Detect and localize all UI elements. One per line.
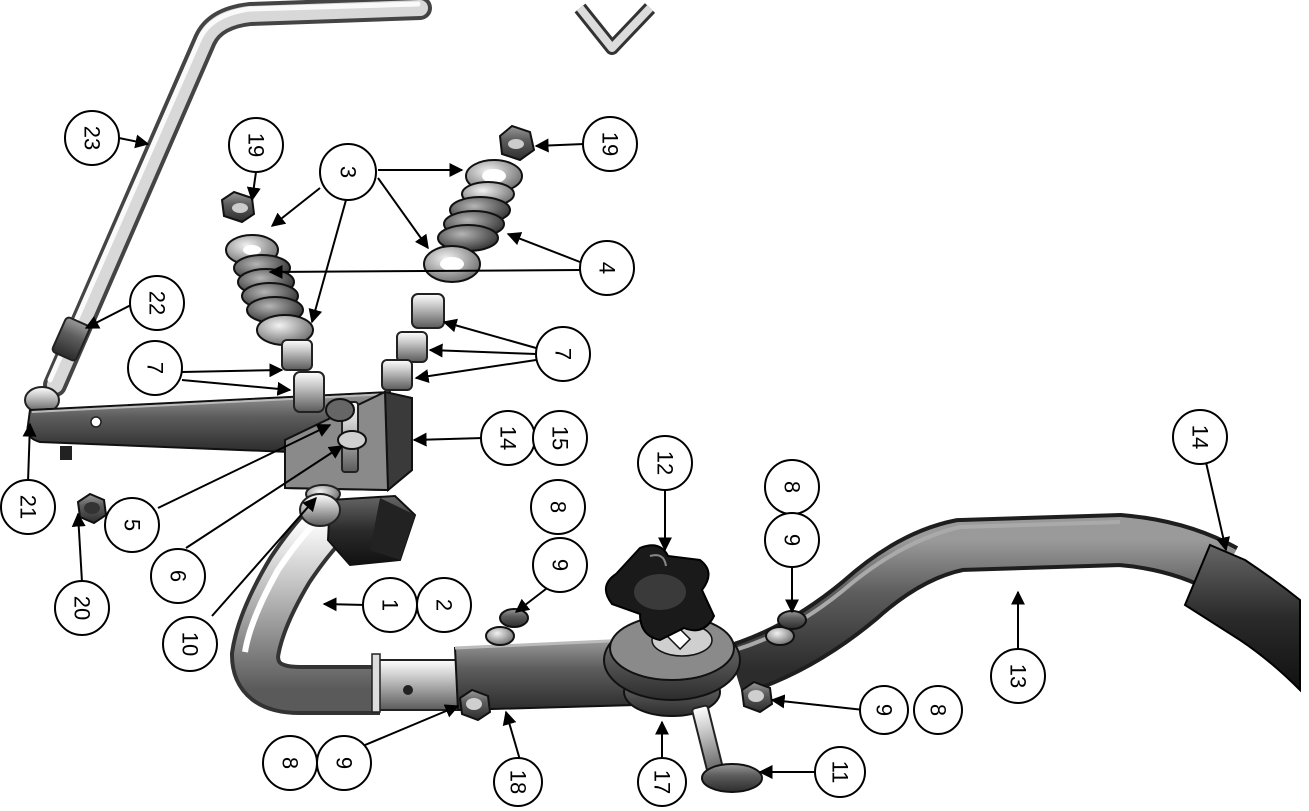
callout-12-label: 12 xyxy=(653,451,678,475)
inner-tube xyxy=(371,653,461,713)
leader-lines xyxy=(22,134,1231,779)
callout-8-d-label: 8 xyxy=(278,757,303,769)
callout-11: 11 xyxy=(814,746,866,798)
callout-22-label: 22 xyxy=(145,291,170,315)
callout-15-label: 14 xyxy=(496,426,521,450)
callout-2: 2 xyxy=(416,577,472,633)
bolt-5-6 xyxy=(325,398,367,473)
callout-9-c: 9 xyxy=(859,685,909,735)
callout-23-label: 23 xyxy=(80,126,105,150)
callout-18-label: 18 xyxy=(506,770,531,794)
callout-11-label: 11 xyxy=(828,761,853,784)
callout-21: 21 xyxy=(0,479,56,535)
nut-8-9-upper-left xyxy=(485,608,529,646)
callout-12: 12 xyxy=(637,435,693,491)
callout-8-b-label: 8 xyxy=(780,481,805,493)
callout-14: 14 xyxy=(1172,409,1228,465)
callout-7-left: 7 xyxy=(127,340,183,396)
callout-9-d: 9 xyxy=(316,735,372,791)
callout-9-a-label: 9 xyxy=(548,559,573,571)
callout-7-right-label: 7 xyxy=(551,348,576,360)
callout-1: 1 xyxy=(362,577,418,633)
callout-6: 6 xyxy=(150,548,206,604)
hub-17 xyxy=(603,615,741,717)
nut-8-9-upper-right xyxy=(765,610,807,646)
callout-17: 17 xyxy=(637,757,687,807)
callout-8-a: 8 xyxy=(530,479,586,535)
callout-14-label: 14 xyxy=(1188,425,1213,449)
callout-3-label: 3 xyxy=(336,166,361,178)
callout-9-b-label: 9 xyxy=(780,534,805,546)
callout-3: 3 xyxy=(319,143,377,201)
callout-5: 5 xyxy=(104,497,160,553)
rod-v-top xyxy=(574,3,656,55)
callout-6-label: 6 xyxy=(166,570,191,582)
grip-14 xyxy=(1183,543,1301,693)
callout-10-label: 10 xyxy=(178,632,203,656)
callouts: 23 19 19 3 4 22 7 7 14 15 12 14 21 5 8 8… xyxy=(0,110,1228,807)
callout-22: 22 xyxy=(129,275,185,331)
callout-20-label: 20 xyxy=(70,596,95,620)
callout-19-right-label: 19 xyxy=(598,132,623,156)
callout-23: 23 xyxy=(64,110,120,166)
spring-stack-left xyxy=(220,190,325,413)
callout-8-c-label: 8 xyxy=(926,704,951,716)
collar-22 xyxy=(51,316,91,362)
callout-9-a: 9 xyxy=(532,537,588,593)
callout-16: 15 xyxy=(532,410,588,466)
tube-1-2 xyxy=(229,493,417,715)
callout-7-left-label: 7 xyxy=(143,362,168,374)
callout-9-d-label: 9 xyxy=(332,757,357,769)
callout-4: 4 xyxy=(579,240,635,296)
callout-13: 13 xyxy=(990,648,1046,704)
callout-8-c: 8 xyxy=(913,685,963,735)
callout-9-b: 9 xyxy=(764,512,820,568)
nut-20 xyxy=(76,492,108,525)
bolt-11 xyxy=(691,704,763,793)
bolt-8-9-left xyxy=(458,688,492,722)
callout-13-label: 13 xyxy=(1006,664,1031,688)
bolt-8-9-right xyxy=(740,680,774,714)
callout-8-a-label: 8 xyxy=(546,501,571,513)
callout-18: 18 xyxy=(493,757,543,807)
callout-20: 20 xyxy=(54,580,110,636)
callout-1-label: 1 xyxy=(378,599,403,611)
callout-16-label: 15 xyxy=(548,426,573,450)
callout-10: 10 xyxy=(162,616,218,672)
callout-19-left-label: 19 xyxy=(244,133,269,157)
callout-21-label: 21 xyxy=(16,495,41,519)
callout-9-c-label: 9 xyxy=(872,704,897,716)
callout-7-right: 7 xyxy=(535,326,591,382)
callout-8-d: 8 xyxy=(262,735,318,791)
callout-8-b: 8 xyxy=(764,459,820,515)
knob-12 xyxy=(605,544,716,642)
callout-19-right: 19 xyxy=(582,116,638,172)
rod-23 xyxy=(43,0,432,397)
callout-5-label: 5 xyxy=(120,519,145,531)
spring-stack-right xyxy=(381,124,536,391)
callout-19-left: 19 xyxy=(228,117,284,173)
callout-4-label: 4 xyxy=(595,262,620,274)
callout-2-label: 2 xyxy=(432,599,457,611)
callout-17-label: 17 xyxy=(650,770,675,794)
callout-15: 14 xyxy=(480,410,536,466)
